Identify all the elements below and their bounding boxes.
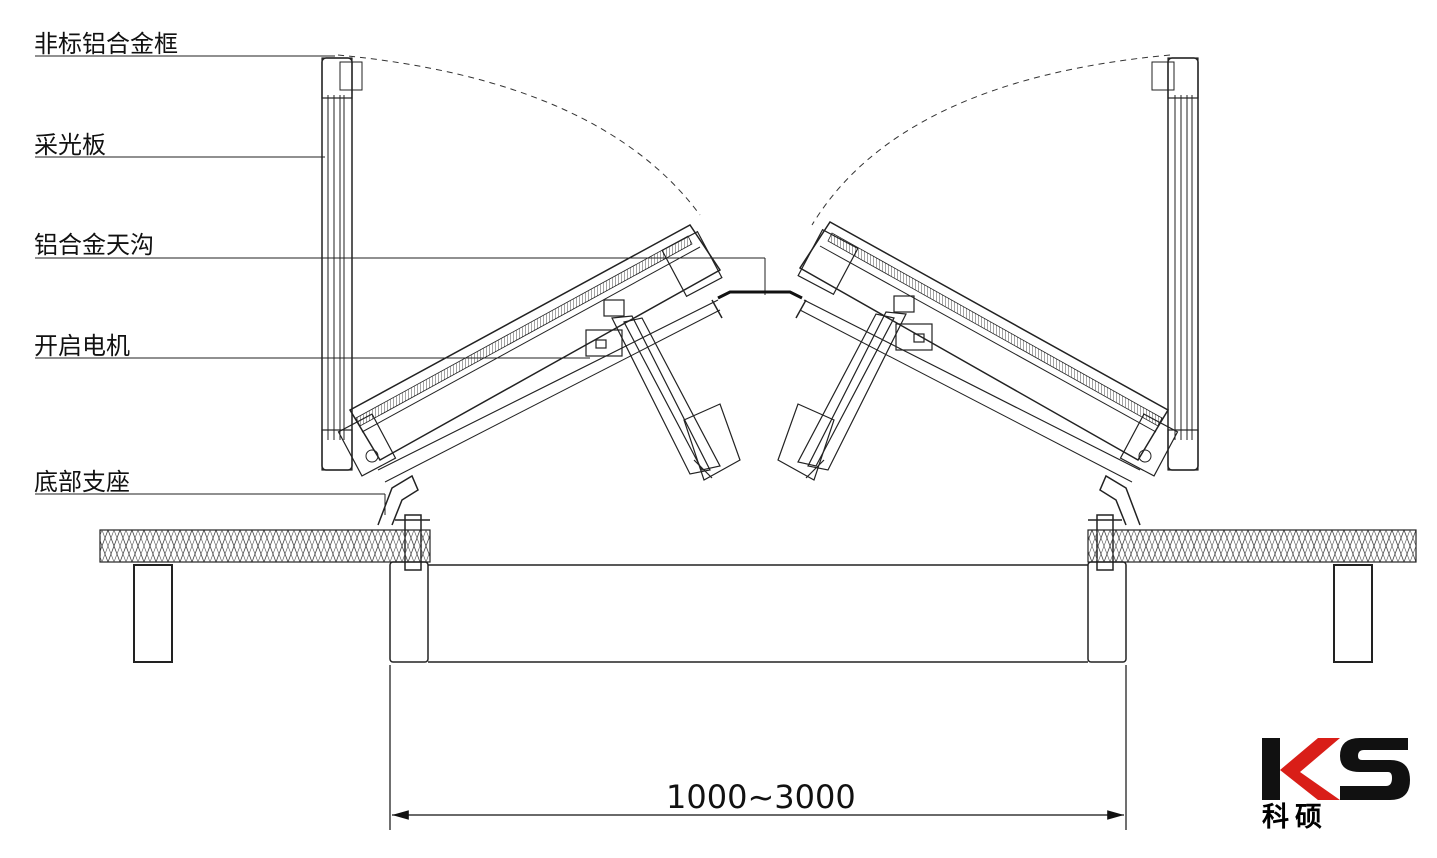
logo-name: 科硕	[1262, 802, 1328, 833]
left-inclined-panel	[337, 224, 723, 483]
label-frame: 非标铝合金框	[34, 30, 178, 58]
label-motor: 开启电机	[34, 332, 130, 360]
dimension-label: 1000~3000	[666, 778, 856, 816]
right-inclined-panel	[797, 221, 1179, 483]
left-swing-arc	[337, 54, 701, 216]
dimension-line	[389, 665, 1127, 830]
right-motor	[777, 295, 933, 481]
aluminum-gutter	[717, 290, 803, 300]
roof-sandwich-panel-left	[99, 529, 431, 563]
label-gutter: 铝合金天沟	[34, 231, 154, 259]
purlins	[133, 564, 1373, 663]
ks-logo-mark	[1262, 738, 1410, 800]
label-base: 底部支座	[34, 468, 130, 496]
right-open-panel	[1151, 57, 1199, 471]
label-panel: 采光板	[34, 131, 106, 159]
left-open-panel	[321, 57, 363, 471]
roof-sandwich-panel-right	[1087, 529, 1417, 563]
opening-curb	[389, 561, 1127, 663]
gutter-screws	[711, 299, 807, 319]
leader-lines	[35, 55, 766, 515]
right-swing-arc	[811, 54, 1171, 226]
left-motor	[585, 299, 741, 481]
